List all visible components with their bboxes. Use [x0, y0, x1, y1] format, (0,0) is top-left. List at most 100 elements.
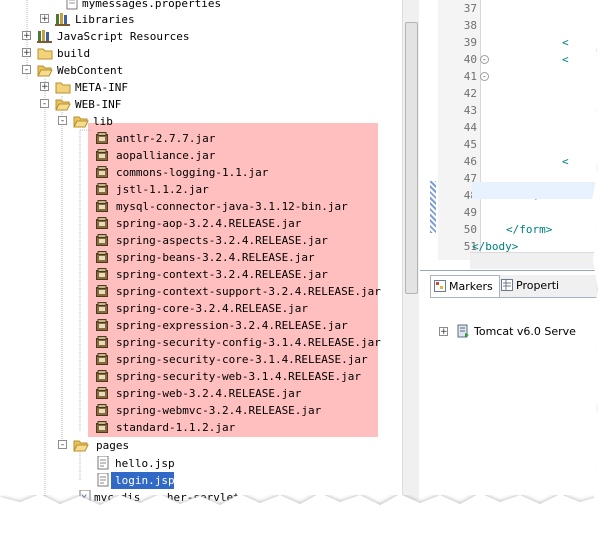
tree-label: lib: [93, 115, 113, 128]
library-icon: [37, 30, 52, 43]
line-number: 41: [463, 70, 477, 83]
code-area[interactable]: <<<</tabl</form></body>: [472, 0, 612, 260]
line-number: 40: [463, 53, 477, 66]
jar-icon: [96, 421, 108, 433]
expand-icon[interactable]: +: [439, 327, 448, 337]
jar-label: mysql-connector-java-3.1.12-bin.jar: [116, 200, 348, 213]
jar-label: spring-context-support-3.2.4.RELEASE.jar: [116, 285, 381, 298]
jar-icon: [96, 149, 108, 161]
jar-icon: [96, 251, 108, 263]
xml-file-icon: X: [79, 490, 91, 504]
jar-label: spring-webmvc-3.2.4.RELEASE.jar: [116, 404, 322, 417]
tree-label: META-INF: [75, 81, 128, 94]
folder-icon: [55, 82, 71, 94]
jar-label: spring-aop-3.2.4.RELEASE.jar: [116, 217, 302, 230]
properties-icon: [501, 279, 513, 291]
jar-label: jstl-1.1.2.jar: [116, 183, 209, 196]
jar-icon: [96, 132, 108, 144]
tab-properties[interactable]: Properti: [498, 275, 565, 296]
folder-open-icon: [55, 99, 71, 111]
jar-icon: [96, 353, 108, 365]
library-icon: [55, 13, 70, 26]
jar-icon: [96, 302, 108, 314]
jar-icon: [96, 370, 108, 382]
expand-icon[interactable]: +: [40, 14, 49, 24]
jar-label: spring-security-config-3.1.4.RELEASE.jar: [116, 336, 381, 349]
code-line[interactable]: <: [562, 53, 569, 66]
code-line[interactable]: </form>: [506, 223, 553, 236]
folder-icon: [37, 48, 53, 60]
line-number: 45: [463, 138, 477, 151]
tree-label: hello.jsp: [115, 457, 175, 470]
line-number: 47: [463, 172, 477, 185]
jar-icon: [96, 404, 108, 416]
line-number: 44: [463, 121, 477, 134]
tree-label: mvc-dis her-servlet.: [94, 491, 247, 504]
tab-label: Markers: [449, 280, 493, 293]
server-label: Tomcat v6.0 Serve: [474, 325, 576, 338]
jar-icon: [96, 166, 108, 178]
change-marker: [430, 181, 436, 233]
collapse-icon[interactable]: -: [58, 440, 67, 450]
expand-icon[interactable]: +: [40, 82, 49, 92]
line-number: 39: [463, 36, 477, 49]
tree-label: Libraries: [75, 13, 135, 26]
jar-label: spring-aspects-3.2.4.RELEASE.jar: [116, 234, 328, 247]
view-tab-bar: Markers Properti: [430, 275, 612, 298]
jar-label: spring-beans-3.2.4.RELEASE.jar: [116, 251, 315, 264]
code-line[interactable]: <: [562, 36, 569, 49]
collapse-icon[interactable]: -: [40, 99, 49, 109]
jar-icon: [96, 319, 108, 331]
jar-label: spring-security-core-3.1.4.RELEASE.jar: [116, 353, 368, 366]
line-number: 46: [463, 155, 477, 168]
server-icon: [457, 324, 469, 338]
jar-icon: [96, 234, 108, 246]
markers-icon: [434, 280, 446, 292]
jar-icon: [96, 183, 108, 195]
expand-icon[interactable]: +: [22, 48, 31, 58]
expand-icon[interactable]: +: [22, 31, 31, 41]
line-number: 49: [463, 206, 477, 219]
line-number: 50: [463, 223, 477, 236]
jar-label: aopalliance.jar: [116, 149, 216, 162]
project-explorer-tree: mymessages.properties + Libraries: [22, 0, 419, 504]
line-number: 38: [463, 19, 477, 32]
svg-text:X: X: [81, 494, 87, 504]
jar-icon: [96, 200, 108, 212]
line-number: 43: [463, 104, 477, 117]
tree-label: JavaScript Resources: [57, 30, 190, 43]
jar-icon: [96, 268, 108, 280]
line-number: 42: [463, 87, 477, 100]
jar-label: spring-web-3.2.4.RELEASE.jar: [116, 387, 302, 400]
line-number: 37: [463, 2, 477, 15]
jar-icon: [96, 336, 108, 348]
collapse-icon[interactable]: -: [58, 116, 67, 126]
jar-label: antlr-2.7.7.jar: [116, 132, 216, 145]
code-line[interactable]: <: [562, 155, 569, 168]
folder-open-icon: [37, 65, 53, 77]
jar-icon: [96, 285, 108, 297]
scrollbar-thumb[interactable]: [405, 22, 418, 294]
folder-open-icon: [73, 440, 89, 452]
bottom-views-panel: Markers Properti + Tomcat v6.0 Serve: [420, 270, 612, 501]
jar-label: spring-context-3.2.4.RELEASE.jar: [116, 268, 328, 281]
jsp-file-icon: [97, 473, 109, 487]
tree-label: pages: [96, 439, 130, 452]
line-number: 48: [463, 189, 477, 202]
tab-markers[interactable]: Markers: [430, 275, 500, 297]
current-line-highlight: [472, 182, 612, 199]
editor-horizontal-scrollbar[interactable]: [470, 252, 612, 269]
jar-icon: [96, 217, 108, 229]
jar-label: commons-logging-1.1.jar: [116, 166, 269, 179]
jar-label: spring-security-web-3.1.4.RELEASE.jar: [116, 370, 362, 383]
collapse-icon[interactable]: -: [22, 65, 31, 75]
jsp-file-icon: [97, 456, 109, 470]
folder-open-icon: [73, 116, 89, 128]
tree-label: login.jsp: [115, 474, 175, 487]
tab-label: Properti: [516, 279, 560, 292]
jar-label: standard-1.1.2.jar: [116, 421, 236, 434]
tree-vertical-scrollbar[interactable]: [402, 0, 419, 500]
